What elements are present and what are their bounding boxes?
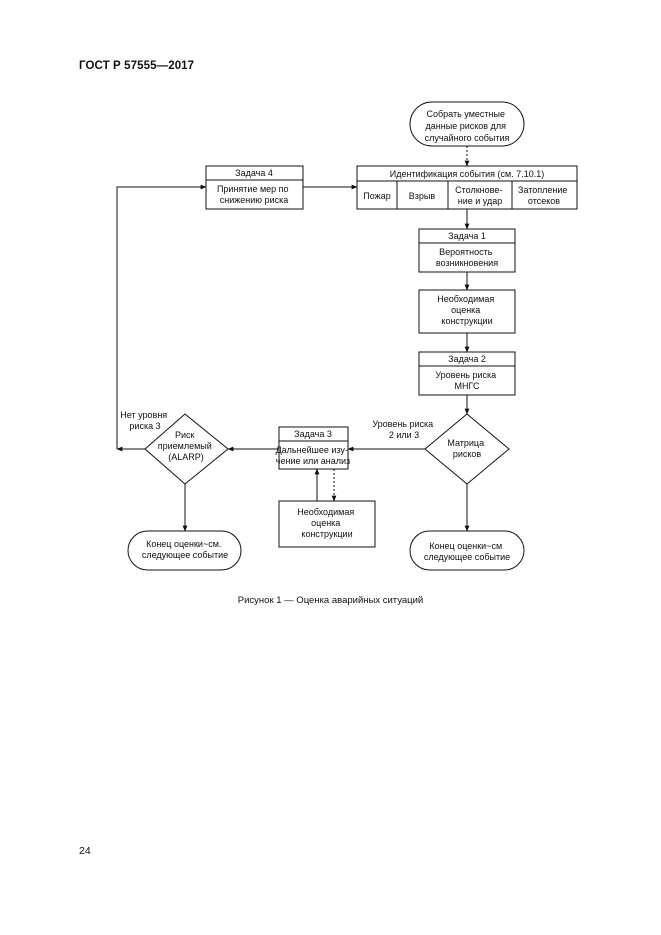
task2-title: Задача 2: [448, 354, 486, 364]
identification-cell-flooding: Затопление отсеков: [518, 185, 570, 206]
figure-caption: Рисунок 1 — Оценка аварийных ситуаций: [237, 595, 424, 606]
task3-title: Задача 3: [294, 429, 332, 439]
start-terminator: [409, 101, 525, 147]
start-line-1: Собрать уместные: [427, 109, 505, 119]
document-header: ГОСТ Р 57555—2017: [79, 60, 195, 72]
arrow-loop-to-task4: [116, 184, 207, 449]
task4-title: Задача 4: [235, 168, 273, 178]
task3-body: Дальнейшее изу- чение или анализ: [276, 445, 351, 466]
end-right-terminator: [409, 530, 525, 571]
task2-body: Уровень риска МНГС: [435, 370, 498, 391]
side-assessment-text: Необходимая оценка конструкции: [297, 507, 356, 539]
acceptable-decision: [144, 413, 229, 485]
acceptable-text: Риск приемлемый (ALARP): [158, 430, 215, 462]
matrix-decision: [424, 413, 510, 485]
task4-box: [205, 165, 304, 210]
start-line-3: случайного события: [425, 133, 510, 143]
end-right-text: Конец оценки~см следующее событие: [424, 541, 510, 562]
end-left-text: Конец оценки~см. следующее событие: [142, 539, 228, 560]
identification-cell-collision: Столкнове- ние и удар: [455, 185, 505, 206]
end-left-terminator: [127, 530, 242, 571]
task1-box: [418, 228, 516, 273]
side-assessment-box: [278, 500, 376, 548]
risk-level-label: Уровень риска 2 или 3: [372, 419, 435, 440]
matrix-text: Матрица рисков: [447, 438, 486, 459]
task1-body: Вероятность возникновения: [436, 247, 498, 268]
identification-cell-fire: Пожар: [363, 191, 390, 201]
no-risk-level-label: Нет уровня риска 3: [120, 410, 169, 431]
assessment-text: Необходимая оценка конструкции: [437, 294, 496, 326]
task3-box: [278, 426, 349, 470]
connector-lines: [116, 146, 470, 532]
page-number: 24: [79, 845, 91, 857]
start-text: Собрать уместные данные рисков для случа…: [425, 109, 510, 143]
identification-box: [356, 165, 578, 210]
task4-body: Принятие мер по снижению риска: [217, 184, 291, 205]
identification-title: Идентификация события (см. 7.10.1): [390, 169, 544, 179]
assessment-box: [418, 289, 516, 334]
task2-box: [418, 351, 516, 396]
task1-title: Задача 1: [448, 231, 486, 241]
identification-cell-explosion: Взрыв: [409, 191, 436, 201]
start-line-2: данные рисков для: [426, 121, 507, 131]
